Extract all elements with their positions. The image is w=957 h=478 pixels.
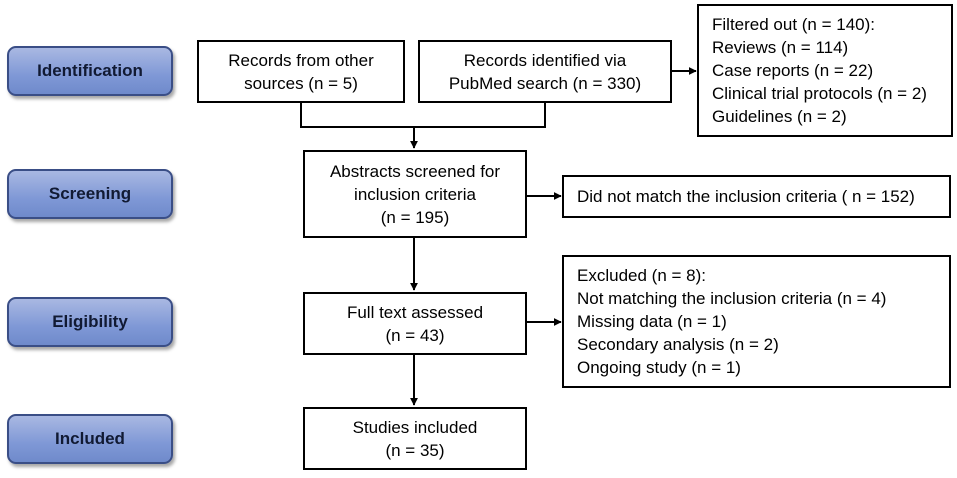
box-line: Filtered out (n = 140): bbox=[712, 15, 876, 34]
box-line: (n = 195) bbox=[380, 207, 450, 227]
box-line: sources (n = 5) bbox=[244, 73, 358, 93]
box-line: Records identified via bbox=[463, 50, 627, 70]
stage-screening: Screening bbox=[7, 169, 173, 219]
box-line: Records from other bbox=[228, 50, 374, 70]
box-line: PubMed search (n = 330) bbox=[448, 73, 642, 93]
box-line: Secondary analysis (n = 2) bbox=[577, 335, 779, 354]
box-line: Reviews (n = 114) bbox=[712, 38, 849, 57]
box-line: Clinical trial protocols (n = 2) bbox=[712, 84, 927, 103]
box-line: (n = 43) bbox=[385, 325, 445, 345]
box-line: Guidelines (n = 2) bbox=[712, 107, 847, 126]
box-line: Studies included bbox=[352, 417, 478, 437]
box-full-text-assessed: Full text assessed (n = 43) bbox=[303, 292, 527, 355]
merge-connector bbox=[300, 103, 546, 128]
stage-eligibility: Eligibility bbox=[7, 297, 173, 347]
box-line: Case reports (n = 22) bbox=[712, 61, 874, 80]
stage-included: Included bbox=[7, 414, 173, 464]
box-not-matched: Did not match the inclusion criteria ( n… bbox=[562, 175, 951, 218]
stage-identification: Identification bbox=[7, 46, 173, 96]
box-line: Did not match the inclusion criteria ( n… bbox=[577, 187, 915, 206]
box-other-sources: Records from other sources (n = 5) bbox=[197, 40, 405, 103]
box-excluded: Excluded (n = 8): Not matching the inclu… bbox=[562, 255, 951, 388]
box-line: Full text assessed bbox=[346, 302, 484, 322]
box-line: Ongoing study (n = 1) bbox=[577, 358, 741, 377]
box-filtered-out: Filtered out (n = 140): Reviews (n = 114… bbox=[697, 4, 953, 137]
box-line: inclusion criteria bbox=[354, 184, 476, 204]
box-abstracts-screened: Abstracts screened for inclusion criteri… bbox=[303, 150, 527, 238]
box-line: Not matching the inclusion criteria (n =… bbox=[577, 289, 887, 308]
box-line: Abstracts screened for bbox=[329, 161, 501, 181]
box-line: (n = 35) bbox=[385, 440, 445, 460]
box-line: Excluded (n = 8): bbox=[577, 266, 706, 285]
box-pubmed: Records identified via PubMed search (n … bbox=[418, 40, 672, 103]
box-line: Missing data (n = 1) bbox=[577, 312, 727, 331]
box-studies-included: Studies included (n = 35) bbox=[303, 407, 527, 470]
